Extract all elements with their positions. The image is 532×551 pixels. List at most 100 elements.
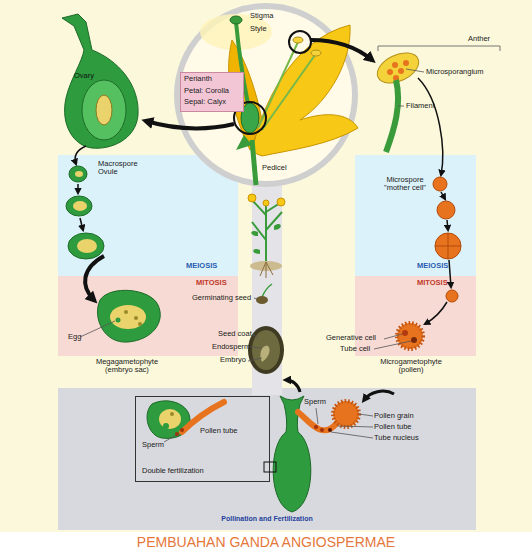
ovary-chamber — [82, 80, 126, 140]
part-label: Sperm — [304, 398, 326, 406]
part-label: Germinating seed — [192, 294, 251, 302]
anther — [293, 37, 303, 43]
seed-coat — [248, 326, 284, 374]
node-text: Pollen tube — [200, 427, 238, 435]
microspore-cell — [446, 290, 458, 302]
pedicel — [252, 140, 256, 185]
ovule-stage — [69, 166, 87, 182]
embryo-sac-core — [159, 409, 181, 429]
microspore-tetrad — [435, 233, 461, 259]
endosperm — [252, 330, 280, 370]
node-text: Pollination and Fertilization — [58, 515, 476, 523]
pollen-sac — [398, 68, 404, 74]
plant-flower — [248, 194, 256, 202]
node-text: Sperm — [142, 441, 164, 449]
part-label: Filament — [406, 102, 435, 110]
part-label: Embryo — [220, 356, 246, 364]
sperm-cell — [180, 428, 184, 432]
pistil — [62, 14, 138, 148]
stage-arrow — [447, 220, 448, 230]
polar-nucleus — [170, 412, 174, 416]
leader-line — [398, 69, 424, 106]
part-label: Endosperm — [212, 343, 250, 351]
megaspore — [73, 201, 87, 211]
stage-arrow — [77, 184, 79, 193]
node-text: MEIOSIS — [417, 262, 467, 270]
caption: PEMBUAHAN GANDA ANGIOSPERMAE — [0, 535, 532, 551]
pollen-grain — [397, 323, 423, 349]
perianth-box: PerianthPetal: CorollaSepal: Calyx — [180, 72, 244, 112]
part-label: Pedicel — [262, 164, 287, 172]
pollen-sac — [387, 69, 393, 75]
germinating-seed — [256, 296, 268, 304]
zoom-arrow — [146, 121, 234, 128]
part-label: Egg — [68, 333, 81, 341]
tube-cell — [411, 337, 417, 343]
anther — [311, 50, 321, 56]
tube-nucleus — [328, 428, 332, 432]
part-label: Generative cell — [326, 334, 376, 342]
part-label: Pollen grain — [374, 412, 414, 420]
nucleus — [124, 310, 128, 314]
embryo-sac-core — [110, 305, 146, 329]
part-label: Tube cell — [340, 345, 370, 353]
pollen-sac — [392, 62, 398, 68]
part-label: Stigma — [250, 12, 273, 20]
egg-cell — [116, 318, 121, 323]
zoom-arrow — [311, 40, 372, 60]
part-label: Macrospore Ovule — [98, 160, 144, 177]
sprout — [262, 284, 272, 297]
plant-flower — [277, 198, 285, 206]
part-label: Microgametophyte (pollen) — [370, 358, 452, 375]
part-label: Anther — [468, 35, 490, 43]
part-label: Microspore "mother cell" — [376, 176, 434, 193]
ovule — [96, 95, 112, 125]
sepal — [236, 135, 252, 150]
filament — [386, 80, 398, 152]
pollination-band: Pollination and FertilizationSpermPollen… — [58, 388, 476, 530]
pollen-grain — [333, 401, 359, 427]
node-text: Petal: Corolla — [184, 87, 244, 95]
root — [260, 262, 273, 278]
node-text: MITOSIS — [417, 279, 467, 287]
tetrad-division — [435, 233, 461, 259]
nucleus — [134, 316, 138, 320]
node-text: Double fertilization — [142, 467, 204, 475]
focus-ring — [289, 31, 311, 53]
node-text: Perianth — [184, 75, 244, 83]
bracket — [378, 46, 500, 51]
meiosis-band: MEIOSIS — [355, 155, 476, 276]
part-label: Seed coat — [218, 330, 252, 338]
node-text: MEIOSIS — [186, 262, 236, 270]
egg-cell — [163, 423, 169, 429]
node-text: Sepal: Calyx — [184, 98, 244, 106]
leaf — [251, 224, 281, 254]
nucleus — [138, 322, 142, 326]
microspore-cell — [433, 177, 447, 191]
part-label: Tube nucleus — [374, 434, 419, 442]
plant-flower — [263, 200, 269, 206]
megaspore — [75, 171, 83, 177]
pollen-sac — [403, 60, 409, 66]
magnifier-circle — [177, 6, 355, 184]
part-label: Pollen tube — [374, 423, 412, 431]
part-label: Ovary — [74, 72, 94, 80]
microspore-cell — [437, 201, 455, 219]
leader-line — [254, 298, 257, 299]
megaspore — [77, 239, 97, 253]
node-text: MITOSIS — [196, 279, 246, 287]
stigma — [230, 16, 242, 24]
generative-cell — [402, 330, 408, 336]
part-label: Megagametophyte (embryo sac) — [86, 358, 168, 375]
ovule-stage — [66, 196, 92, 216]
part-label: Style — [250, 25, 267, 33]
plant-stem — [252, 200, 282, 262]
part-label: Microsporangium — [426, 68, 484, 76]
sperm-cell — [320, 428, 324, 432]
sperm-cell — [314, 425, 318, 429]
ovule-stage — [68, 233, 104, 259]
